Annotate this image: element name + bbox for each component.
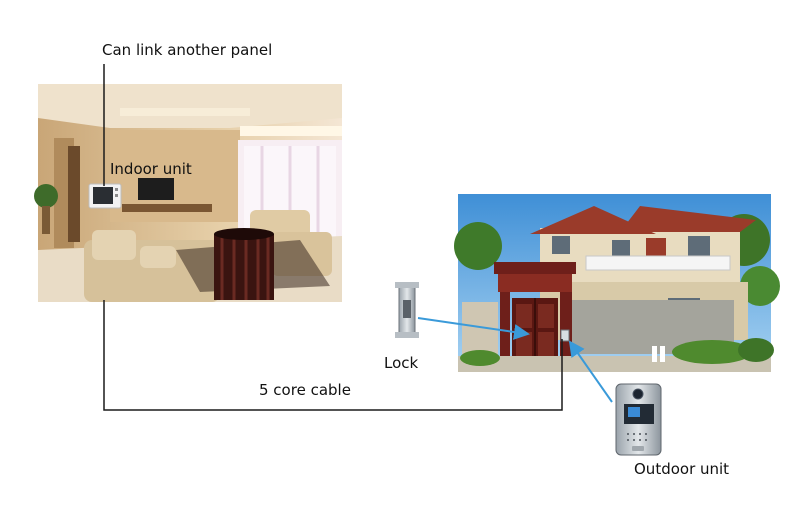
cable-wire bbox=[103, 300, 563, 411]
lock-label: Lock bbox=[384, 354, 419, 372]
electric-lock bbox=[395, 282, 419, 338]
indoor-unit-label: Indoor unit bbox=[110, 160, 192, 178]
striped-stool bbox=[214, 228, 274, 300]
indoor-monitor bbox=[88, 183, 122, 209]
front-gate bbox=[494, 262, 576, 362]
cable-label: 5 core cable bbox=[259, 381, 351, 399]
wiring bbox=[103, 64, 563, 411]
lock-pointer bbox=[417, 317, 530, 340]
outdoor-pointer bbox=[568, 340, 613, 403]
outdoor-unit-label: Outdoor unit bbox=[634, 460, 730, 478]
link-panel-label: Can link another panel bbox=[102, 41, 273, 59]
pointers bbox=[417, 317, 613, 403]
house-photo bbox=[454, 194, 780, 372]
living-room-photo bbox=[34, 84, 342, 302]
outdoor-unit-device bbox=[615, 383, 662, 456]
